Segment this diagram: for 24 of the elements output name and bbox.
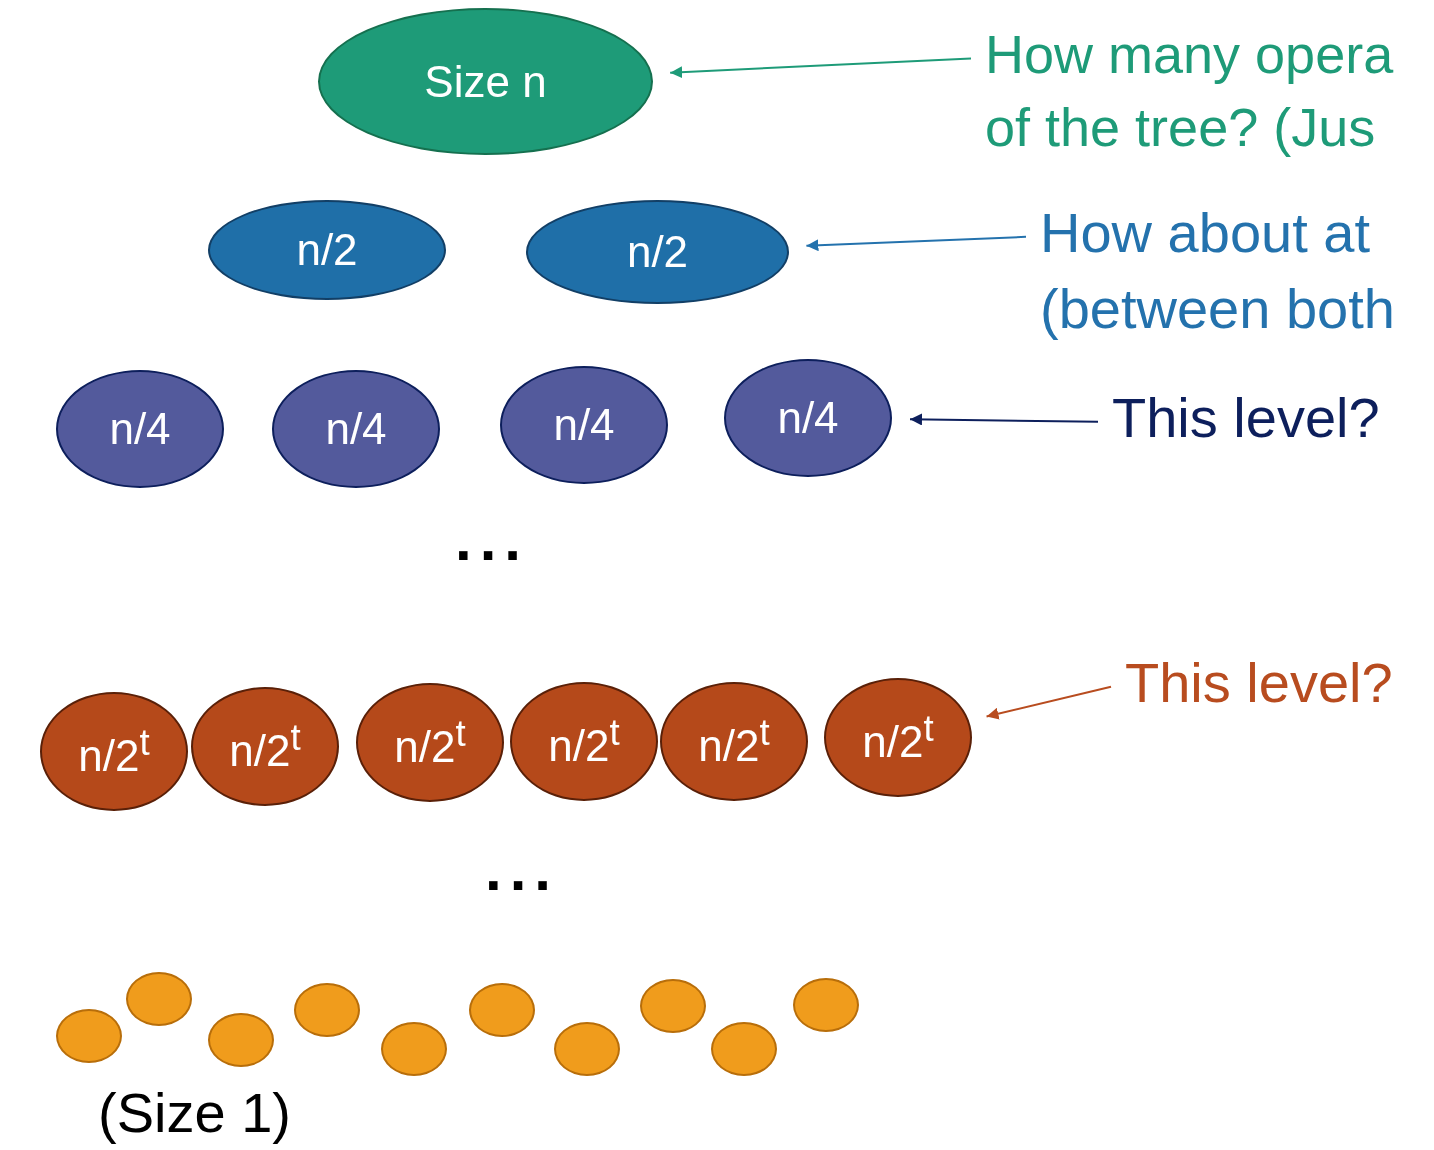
caption-text: (Size 1) [98, 1080, 291, 1145]
question-text: This level? [1125, 645, 1425, 721]
tree-node-ellipse: n/2 [208, 200, 446, 300]
leader-arrow [909, 413, 1099, 426]
leader-arrow [805, 235, 1027, 252]
tree-node-ellipse: n/2$^{t}$ [40, 692, 188, 811]
question-text: How many opera of the tree? (Jus [985, 18, 1425, 164]
tree-node-ellipse: Size n [318, 8, 653, 155]
tree-node-ellipse: n/2$^{t}$ [356, 683, 504, 802]
question-text: This level? [1112, 380, 1422, 456]
tree-node-ellipse: n/2$^{t}$ [660, 682, 808, 801]
ellipsis-dots: ... [485, 835, 559, 904]
tree-node-ellipse: n/4 [272, 370, 440, 488]
tree-node-ellipse: n/2$^{t}$ [510, 682, 658, 801]
tree-node-ellipse: n/2$^{t}$ [191, 687, 339, 806]
tree-node-ellipse: n/2$^{t}$ [824, 678, 972, 797]
ellipsis-dots: ... [455, 505, 529, 574]
leader-arrow [985, 685, 1112, 720]
tree-node-ellipse: n/4 [724, 359, 892, 477]
tree-node-ellipse: n/4 [56, 370, 224, 488]
leader-arrow [669, 57, 972, 79]
question-text: How about at (between both [1040, 195, 1420, 347]
tree-node-ellipse: n/2 [526, 200, 789, 304]
tree-node-ellipse: n/4 [500, 366, 668, 484]
